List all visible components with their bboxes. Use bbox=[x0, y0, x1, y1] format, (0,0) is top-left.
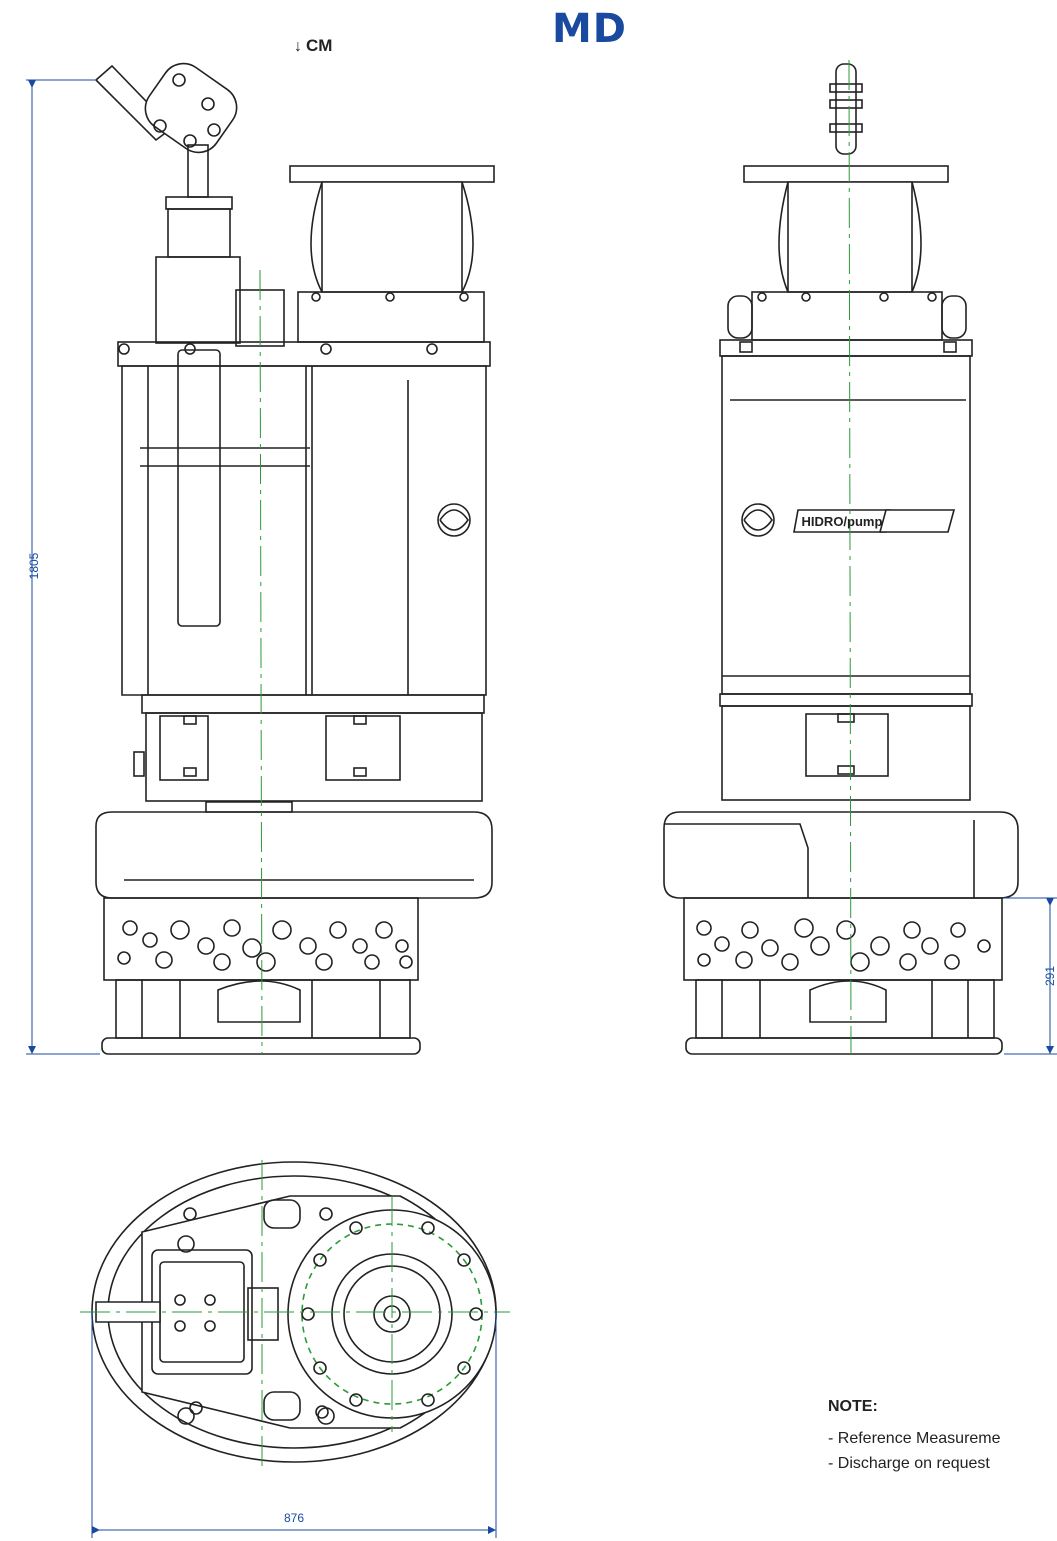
height-dimension bbox=[26, 79, 100, 1055]
width-value: 876 bbox=[284, 1511, 304, 1525]
height-value: 1805 bbox=[27, 552, 41, 579]
inlet-height-value: 291 bbox=[1043, 966, 1057, 986]
side-centerline bbox=[848, 59, 852, 1055]
front-centerline bbox=[259, 269, 263, 1055]
width-dimension bbox=[91, 1310, 497, 1538]
center-mark-label: CM bbox=[306, 36, 333, 55]
center-mark: ↓CM bbox=[294, 36, 332, 56]
note-item-discharge: - Discharge on request bbox=[828, 1455, 990, 1472]
center-mark-arrow-icon: ↓ bbox=[294, 38, 302, 55]
drawing-title: MD bbox=[552, 6, 628, 52]
note-item-reference: - Reference Measureme bbox=[828, 1430, 1001, 1447]
hidro-pump-logo bbox=[741, 503, 956, 537]
side-view bbox=[663, 63, 1019, 1055]
note-block: NOTE: - Reference Measureme - Discharge … bbox=[828, 1398, 1001, 1476]
front-view bbox=[94, 62, 495, 1055]
brand-logo-text: HIDRO/pump bbox=[802, 514, 883, 529]
inlet-height-dimension bbox=[1004, 897, 1057, 1055]
note-title: NOTE: bbox=[828, 1398, 878, 1415]
